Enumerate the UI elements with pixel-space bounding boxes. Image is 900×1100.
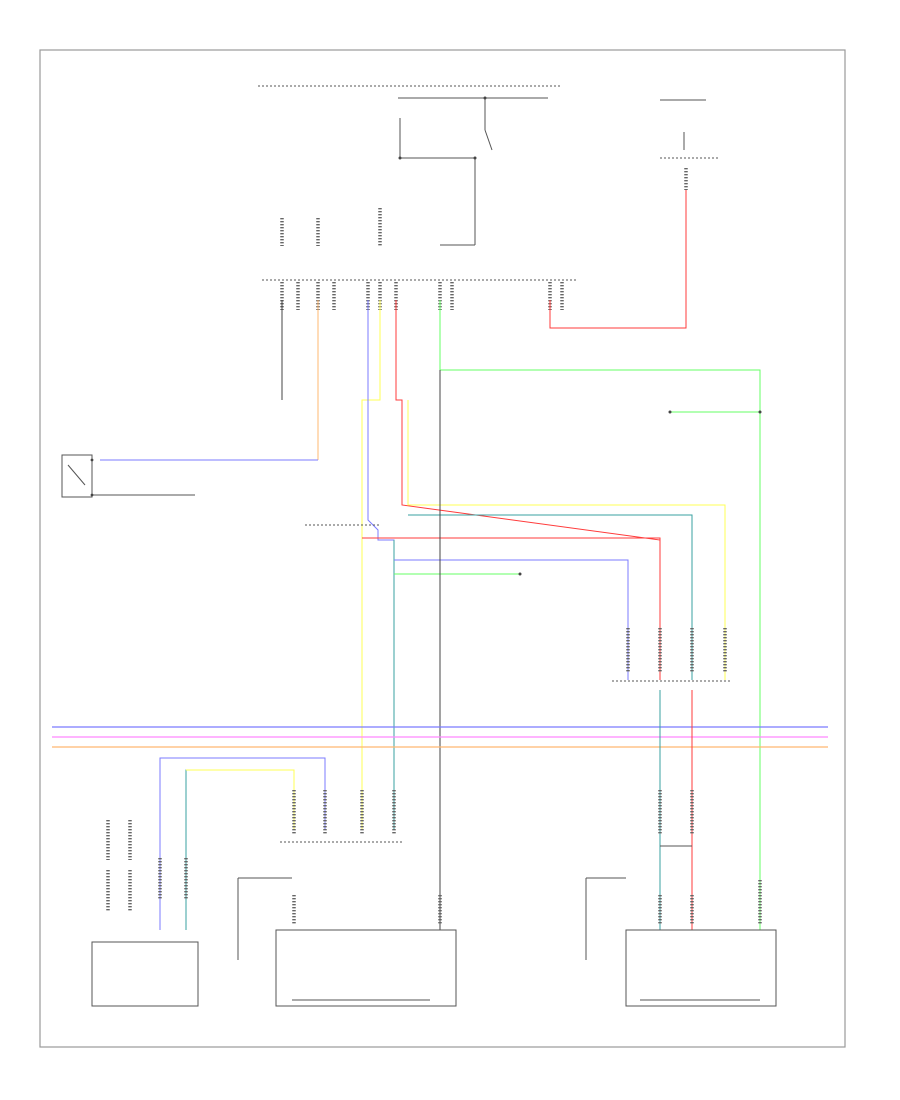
- wire-red-right: [362, 537, 661, 680]
- mid-right-connector: [612, 628, 732, 682]
- top-right-fuse: [660, 99, 720, 159]
- left-limit-switch: [61, 454, 195, 498]
- wire-green-main: [439, 300, 761, 930]
- right-front-door-lock-actuator: [585, 877, 777, 1007]
- top-ground-switch: [258, 85, 560, 246]
- right-module-connector: [658, 790, 694, 847]
- wire-teal-right: [408, 514, 693, 680]
- wire-yellow-lower: [186, 769, 295, 830]
- right-connector-top: [668, 410, 762, 414]
- wire-teal-lower: [185, 769, 294, 930]
- control-module: [91, 820, 199, 1007]
- wire-red-center: [395, 300, 661, 680]
- wire-red-top: [549, 190, 687, 329]
- bus-bar: [52, 726, 828, 748]
- wire-yellow-center: [361, 300, 381, 830]
- upper-connector-stubs: [280, 168, 688, 310]
- right-connector-mid: [518, 572, 522, 576]
- wire-yellow-right: [407, 400, 726, 680]
- diagram-frame: [39, 49, 846, 1048]
- wire-blue-lower: [159, 757, 326, 930]
- wire-blue-center: [367, 300, 395, 830]
- left-front-door-lock-actuator: [237, 877, 457, 1007]
- left-module-connector: [280, 790, 402, 843]
- wire-blue-right: [394, 559, 629, 680]
